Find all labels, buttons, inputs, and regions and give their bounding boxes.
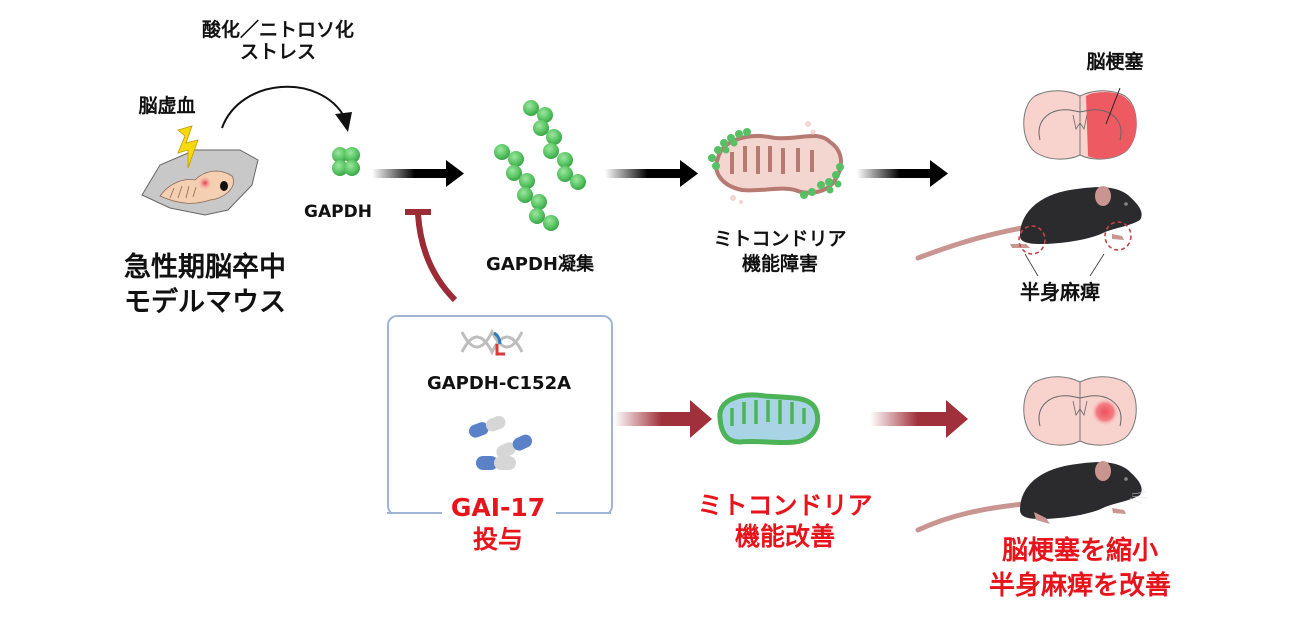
intervention-box-edge-right — [556, 512, 611, 514]
mutant-label: GAPDH-C152A — [426, 373, 572, 394]
arrow-gapdh-to-aggregate — [372, 160, 464, 187]
dna-icon — [460, 328, 524, 356]
hemiplegia-label: 半身麻痺 — [1020, 280, 1100, 304]
ischemia-label: 脳虚血 — [138, 95, 196, 117]
model-label-line1: 急性期脳卒中 — [124, 252, 286, 283]
lightning-icon — [177, 125, 199, 169]
gapdh-aggregate-icon — [494, 100, 586, 231]
model-mouse-label: 急性期脳卒中 モデルマウス — [100, 250, 310, 320]
stress-label-line1: 酸化／ニトロソ化 — [201, 19, 354, 41]
brain-section-reduced-infarct-icon — [1023, 376, 1137, 446]
gapdh-aggregation-label: GAPDH凝集 — [486, 254, 594, 275]
mito-improvement-label: ミトコンドリア 機能改善 — [670, 490, 900, 553]
healthy-mitochondrion-icon — [717, 392, 821, 446]
stress-curved-arrow — [221, 85, 352, 132]
brain-section-infarct-icon — [1023, 87, 1137, 160]
mouse-hemiplegia-icon — [915, 186, 1142, 277]
mito-dysfunction-line1: ミトコンドリア — [713, 228, 847, 250]
arrow-aggregate-to-mito — [605, 160, 698, 187]
intervention-box-edge-left — [387, 512, 442, 514]
administration-label: 投与 — [472, 525, 523, 554]
stress-label: 酸化／ニトロソ化 ストレス — [168, 19, 388, 64]
gapdh-label: GAPDH — [304, 202, 372, 222]
outcome-label-line2: 半身麻痺を改善 — [988, 571, 1171, 602]
inhibition-arrow — [405, 209, 458, 303]
mito-improvement-line1: ミトコンドリア — [697, 491, 873, 520]
mito-dysfunction-label: ミトコンドリア 機能障害 — [690, 227, 870, 276]
stress-label-line2: ストレス — [239, 40, 316, 63]
model-label-line2: モデルマウス — [124, 287, 286, 319]
damaged-mitochondrion-icon — [708, 121, 844, 204]
arrow-mito-to-improved-outcome — [870, 400, 968, 438]
mito-improvement-line2: 機能改善 — [734, 522, 835, 552]
intervention-box — [387, 315, 613, 516]
mouse-head-brain-icon — [141, 125, 259, 216]
mito-dysfunction-line2: 機能障害 — [741, 252, 818, 275]
arrow-intervention-to-mito — [614, 400, 712, 438]
infarct-label: 脳梗塞 — [1086, 51, 1144, 73]
capsules-icon — [468, 416, 533, 470]
mouse-recovered-icon — [915, 461, 1147, 533]
gapdh-tetramer-icon — [332, 147, 360, 176]
arrow-mito-to-outcome — [857, 160, 948, 187]
drug-label: GAI-17 — [450, 493, 546, 522]
outcome-label-line1: 脳梗塞を縮小 — [1001, 536, 1158, 566]
outcome-label: 脳梗塞を縮小 半身麻痺を改善 — [960, 534, 1200, 604]
